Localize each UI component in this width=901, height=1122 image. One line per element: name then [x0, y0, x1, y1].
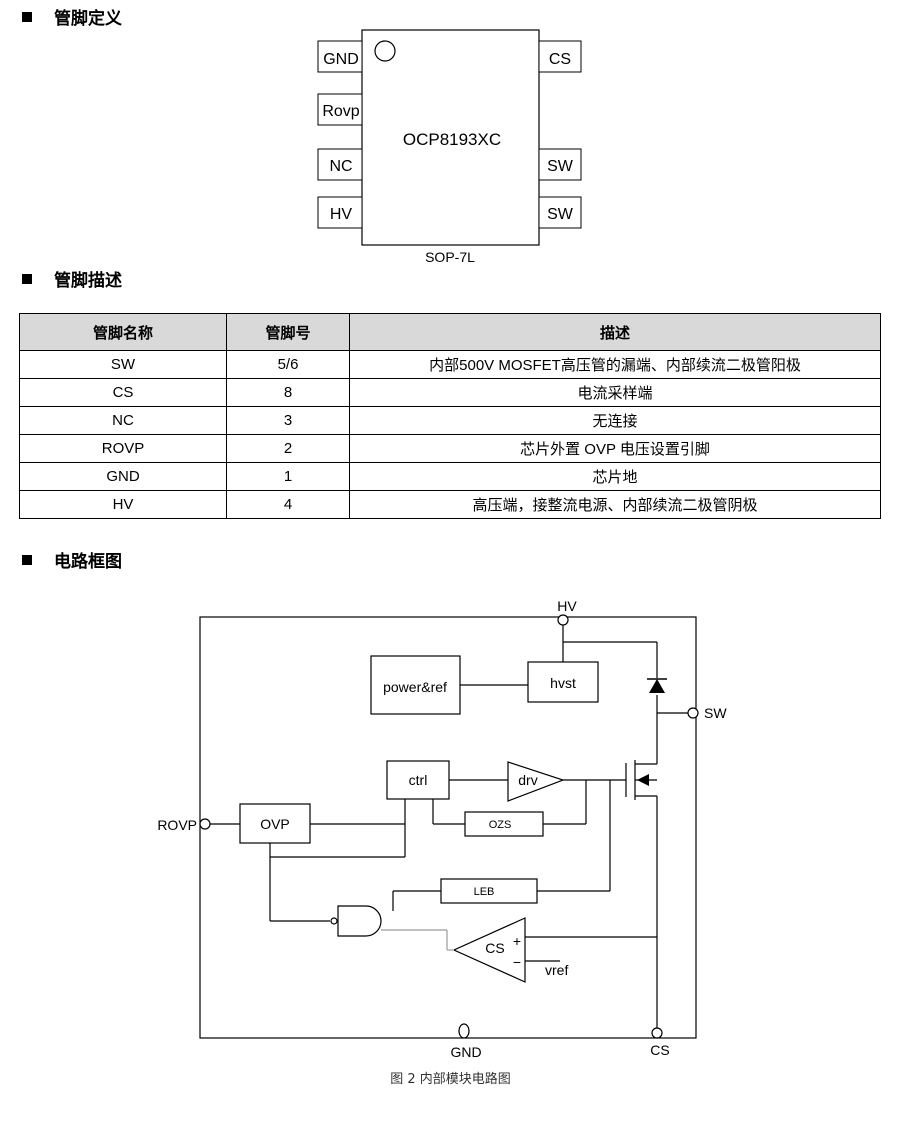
label-ovp: OVP	[260, 816, 290, 832]
cell-pin-number: 5/6	[226, 350, 350, 379]
pin-description-table: 管脚名称 管脚号 描述 SW 5/6 内部500V MOSFET高压管的漏端、内…	[19, 313, 881, 519]
internal-block-diagram: HV SW ROVP GND CS power&ref hvst ctrl dr…	[157, 598, 727, 1060]
section-heading-pin-description: 管脚描述	[22, 266, 122, 291]
ctrl-block	[386, 760, 450, 800]
cell-pin-number: 1	[226, 462, 350, 491]
cell-pin-name: GND	[19, 462, 227, 491]
power-ref-block	[370, 655, 461, 715]
label-plus: +	[513, 933, 521, 949]
label-gnd: GND	[450, 1044, 481, 1060]
cell-description: 电流采样端	[349, 378, 881, 407]
nand-gate	[337, 905, 382, 937]
cell-pin-number: 2	[226, 434, 350, 463]
label-minus: −	[513, 954, 521, 970]
cell-pin-name: HV	[19, 490, 227, 519]
nand-bubble	[330, 917, 338, 925]
pin-label-hv: HV	[330, 206, 353, 223]
table-row: HV 4 高压端，接整流电源、内部续流二极管阴极	[19, 490, 881, 519]
chip-outline	[199, 616, 697, 1039]
table-row: NC 3 无连接	[19, 406, 881, 435]
label-power-ref: power&ref	[383, 679, 447, 695]
chip-body	[361, 29, 540, 246]
package-pinout-diagram: OCP8193XC SOP-7L GND Rovp NC HV CS SW SW	[317, 29, 582, 265]
pin-label-sw-1: SW	[547, 158, 574, 175]
sw-pin-icon	[687, 707, 699, 719]
ovp-block	[239, 803, 311, 844]
section-heading-block-diagram: 电路框图	[22, 547, 122, 572]
cell-pin-number: 8	[226, 378, 350, 407]
square-bullet-icon	[22, 273, 32, 284]
pin-box-sw-2	[538, 196, 582, 229]
rovp-pin-icon	[199, 818, 211, 830]
section-heading-pin-definition: 管脚定义	[22, 4, 122, 29]
label-vref: vref	[545, 962, 568, 978]
cell-description: 内部500V MOSFET高压管的漏端、内部续流二极管阳极	[349, 350, 881, 379]
table-row: SW 5/6 内部500V MOSFET高压管的漏端、内部续流二极管阳极	[19, 350, 881, 379]
cell-description: 高压端，接整流电源、内部续流二极管阴极	[349, 490, 881, 519]
pin-label-nc: NC	[329, 158, 352, 175]
cell-description: 芯片外置 OVP 电压设置引脚	[349, 434, 881, 463]
cell-pin-number: 3	[226, 406, 350, 435]
square-bullet-icon	[22, 554, 32, 565]
cell-pin-name: ROVP	[19, 434, 227, 463]
pin-label-sw-2: SW	[547, 206, 574, 223]
table-row: ROVP 2 芯片外置 OVP 电压设置引脚	[19, 434, 881, 463]
cell-pin-name: SW	[19, 350, 227, 379]
chip-name: OCP8193XC	[403, 130, 501, 149]
gnd-pin-icon	[458, 1023, 470, 1039]
table-header-row: 管脚名称 管脚号 描述	[19, 313, 881, 351]
square-bullet-icon	[22, 11, 32, 22]
header-description: 描述	[349, 313, 881, 351]
section-title: 电路框图	[54, 552, 122, 572]
label-leb: LEB	[474, 886, 495, 898]
header-pin-name: 管脚名称	[19, 313, 227, 351]
pin-label-gnd: GND	[323, 51, 359, 68]
table-row: GND 1 芯片地	[19, 462, 881, 491]
label-cs-pin: CS	[650, 1042, 669, 1058]
mosfet-arrow-icon	[637, 774, 649, 786]
pin-label-cs: CS	[549, 51, 571, 68]
label-cs-comparator: CS	[485, 940, 504, 956]
cell-description: 芯片地	[349, 462, 881, 491]
pin-box-rovp	[317, 93, 363, 126]
hvst-block	[527, 661, 599, 703]
drv-buffer	[507, 761, 565, 802]
pin-box-nc	[317, 148, 363, 181]
pin-box-sw-1	[538, 148, 582, 181]
pin-box-gnd	[317, 40, 363, 73]
cell-description: 无连接	[349, 406, 881, 435]
label-rovp: ROVP	[157, 817, 197, 833]
label-ctrl: ctrl	[409, 772, 428, 788]
cs-comparator	[452, 917, 526, 983]
table-row: CS 8 电流采样端	[19, 378, 881, 407]
section-title: 管脚定义	[54, 9, 122, 29]
label-hvst: hvst	[550, 675, 576, 691]
ozs-block	[464, 811, 544, 837]
label-hv: HV	[557, 598, 577, 614]
diode-icon	[649, 679, 665, 693]
label-ozs: OZS	[489, 819, 512, 831]
label-drv: drv	[518, 772, 537, 788]
pin-box-cs	[538, 40, 582, 73]
label-sw: SW	[704, 705, 727, 721]
section-title: 管脚描述	[54, 271, 122, 291]
pin-label-rovp: Rovp	[322, 103, 359, 120]
pin-box-hv	[317, 196, 363, 229]
package-name: SOP-7L	[425, 249, 475, 265]
cell-pin-name: CS	[19, 378, 227, 407]
cs-pin-icon	[651, 1027, 663, 1039]
pin1-marker-icon	[374, 40, 396, 62]
cell-pin-name: NC	[19, 406, 227, 435]
hv-pin-icon	[557, 614, 569, 626]
header-pin-number: 管脚号	[226, 313, 350, 351]
cell-pin-number: 4	[226, 490, 350, 519]
figure-caption: 图 2 内部模块电路图	[390, 1072, 511, 1087]
